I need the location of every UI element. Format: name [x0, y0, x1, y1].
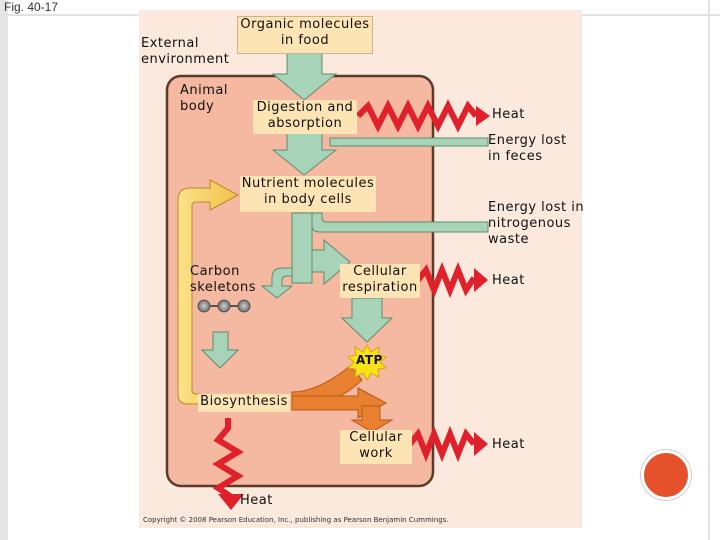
cellular-work-box: Cellular work: [340, 430, 412, 464]
slide-left-border: [0, 0, 8, 540]
heat-arrowhead-work: [474, 432, 488, 456]
recycle-arrow: [177, 179, 240, 405]
arrow-to-feces: [329, 137, 489, 147]
heat-label-bottom: Heat: [240, 493, 273, 508]
biosynthesis-box: Biosynthesis: [198, 394, 290, 412]
heat-zigzag-down: [212, 418, 244, 499]
heat-arrowhead-respiration: [474, 268, 488, 292]
arrow-food-to-digestion: [271, 51, 338, 101]
arrow-to-nitrogenous-waste: [311, 212, 489, 233]
nutrient-stem: [291, 212, 313, 284]
arrow-to-carbon-skeletons: [260, 267, 294, 299]
energy-feces-label: Energy lost in feces: [488, 133, 567, 164]
heat-zigzag-digestion: [355, 99, 479, 133]
arrow-to-cellular-respiration: [311, 238, 351, 286]
external-environment-label: External environment: [141, 36, 230, 67]
organic-molecules-box: Organic molecules in food: [237, 16, 373, 54]
heat-label-digestion: Heat: [492, 107, 525, 122]
arrow-carbon-to-biosynthesis: [200, 331, 240, 369]
heat-label-respiration: Heat: [492, 273, 525, 288]
heat-label-work: Heat: [492, 437, 525, 452]
energy-nitrogenous-label: Energy lost in nitrogenous waste: [488, 200, 585, 247]
heat-arrowhead-down: [218, 494, 244, 510]
carbon-ball-2: [217, 299, 231, 313]
decorative-circle: [641, 450, 691, 500]
arrow-to-cellular-work: [350, 405, 394, 433]
carbon-ball-1: [197, 299, 211, 313]
animal-body-label: Animal body: [180, 83, 228, 114]
copyright-note: Copyright © 2008 Pearson Education, Inc.…: [143, 516, 449, 524]
heat-arrowhead-digestion: [476, 106, 490, 126]
digestion-box: Digestion and absorption: [253, 100, 357, 134]
nutrient-molecules-box: Nutrient molecules in body cells: [240, 176, 376, 212]
cellular-respiration-box: Cellular respiration: [340, 264, 420, 298]
heat-zigzag-work: [407, 425, 477, 463]
slide-right-border: [708, 0, 710, 540]
arrow-respiration-to-atp: [340, 297, 394, 343]
carbon-skeletons-label: Carbon skeletons: [190, 264, 257, 295]
atp-star-icon: [346, 343, 388, 382]
atp-label: ATP: [356, 353, 383, 367]
arrow-digestion-to-nutrients: [271, 132, 338, 176]
carbon-ball-3: [237, 299, 251, 313]
figure-caption: Fig. 40-17: [4, 0, 59, 14]
heat-zigzag-respiration: [415, 261, 477, 299]
